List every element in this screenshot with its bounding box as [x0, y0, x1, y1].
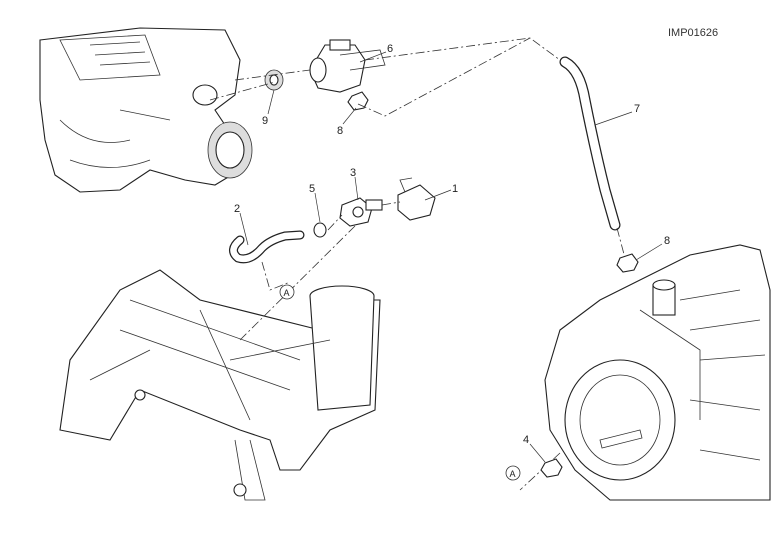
callout-8-lower: 8 — [664, 235, 670, 247]
part-6-valve — [309, 39, 386, 93]
cylinder-head — [39, 27, 253, 193]
reference-a-engine: A — [505, 465, 521, 481]
part-7-hose — [559, 56, 621, 231]
part-8-nut-top — [347, 91, 369, 111]
assembly-line — [357, 37, 531, 117]
part-4-nut — [540, 458, 563, 478]
callout-2: 2 — [234, 203, 240, 215]
assembly-line — [261, 261, 291, 291]
callout-6: 6 — [387, 43, 393, 55]
assembly-line — [234, 69, 311, 81]
frame — [59, 269, 381, 501]
part-9-seal — [264, 69, 284, 91]
part-3-sensor — [339, 197, 383, 227]
svg-text:A: A — [510, 469, 516, 479]
callout-4: 4 — [523, 434, 529, 446]
part-5-clamp — [313, 222, 327, 238]
callout-5: 5 — [309, 183, 315, 195]
callout-1: 1 — [452, 183, 458, 195]
assembly-line — [364, 37, 561, 61]
assembly-line — [381, 201, 401, 206]
svg-text:A: A — [284, 288, 290, 298]
engine — [544, 244, 771, 501]
callout-3: 3 — [350, 167, 356, 179]
assembly-line — [209, 81, 276, 101]
callout-9: 9 — [262, 115, 268, 127]
reference-a-frame: A — [279, 284, 295, 300]
assembly-line — [327, 214, 343, 231]
assembly-line — [616, 227, 626, 259]
part-8-nut-lower — [616, 253, 639, 273]
part-1-bracket — [397, 177, 436, 221]
callout-7: 7 — [634, 103, 640, 115]
callout-8: 8 — [337, 125, 343, 137]
assembly-line — [239, 225, 356, 341]
leader-lines — [239, 51, 663, 463]
part-2-hose — [229, 230, 305, 264]
diagram-code: IMP01626 — [668, 27, 718, 39]
